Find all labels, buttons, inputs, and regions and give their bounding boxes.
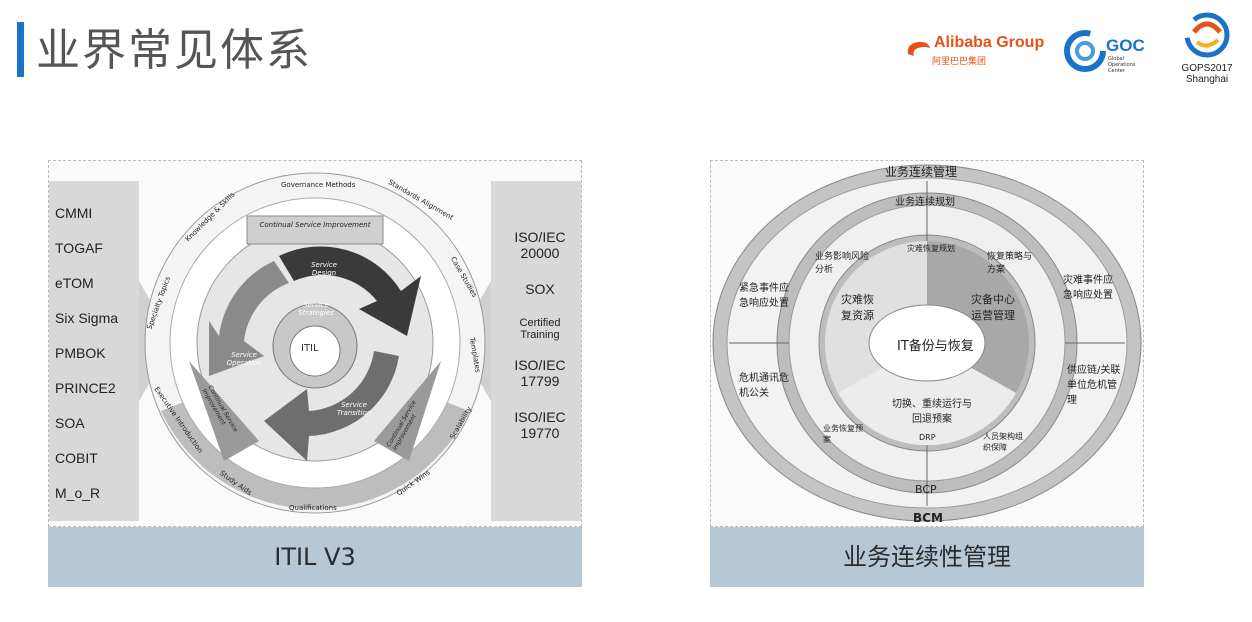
label-impact: 业务影响风险分析 bbox=[815, 252, 870, 275]
alibaba-logo: Alibaba Group 阿里巴巴集团 bbox=[904, 34, 1054, 74]
label-recovery-plan: 业务恢复预案 bbox=[823, 424, 863, 444]
goc-icon bbox=[1064, 30, 1106, 72]
list-item: ISO/IEC 19770 bbox=[514, 409, 566, 441]
label-design: Service Design bbox=[311, 261, 337, 277]
itil-caption: ITIL V3 bbox=[48, 527, 582, 587]
list-item: M_o_R bbox=[55, 485, 101, 501]
goc-logo-text: GOC bbox=[1106, 36, 1145, 55]
list-item: PMBOK bbox=[55, 345, 106, 361]
label-outer-top: 业务连续管理 bbox=[885, 165, 958, 179]
label-drp: DRP bbox=[919, 433, 936, 442]
logo-group: Alibaba Group 阿里巴巴集团 GOC Global Operatio… bbox=[904, 8, 1244, 98]
list-item: CMMI bbox=[55, 205, 93, 221]
label-bcp: BCP bbox=[915, 483, 937, 496]
bcm-diagram: 业务连续管理 业务连续规划 灾难恢复规划 业务影响风险分析 恢复策略与方案 紧急… bbox=[710, 160, 1144, 527]
list-item: Six Sigma bbox=[55, 310, 119, 326]
gops-line2: Shanghai bbox=[1185, 74, 1229, 85]
list-item: SOA bbox=[55, 415, 85, 431]
itil-right-list: ISO/IEC 20000 SOX Certified Training ISO… bbox=[491, 181, 581, 521]
label-planning: 业务连续规划 bbox=[895, 197, 955, 208]
goc-logo: GOC Global Operations Center bbox=[1064, 28, 1164, 78]
gops-icon bbox=[1184, 12, 1230, 58]
label-bcm: BCM bbox=[913, 511, 943, 525]
bcm-caption: 业务连续性管理 bbox=[710, 527, 1144, 587]
label-notify: 危机通讯危机公关 bbox=[739, 373, 789, 399]
label-strategy: 恢复策略与方案 bbox=[987, 252, 1033, 275]
label-drp-top: 灾难恢复规划 bbox=[907, 244, 955, 253]
label-staff: 人员架构组织保障 bbox=[983, 432, 1023, 452]
list-item: Certified Training bbox=[519, 317, 561, 341]
bcm-panel: 业务连续管理 业务连续规划 灾难恢复规划 业务影响风险分析 恢复策略与方案 紧急… bbox=[710, 160, 1144, 590]
list-item: COBIT bbox=[55, 450, 98, 466]
list-item: ISO/IEC 20000 bbox=[514, 229, 566, 261]
list-item: TOGAF bbox=[55, 240, 103, 256]
list-item: eTOM bbox=[55, 275, 94, 291]
label-switch: 切换、重续运行与回退预案 bbox=[892, 399, 972, 425]
label-transition: Service Transition bbox=[336, 401, 372, 417]
alibaba-logo-subtext: 阿里巴巴集团 bbox=[932, 57, 987, 67]
goc-logo-subtext: Global Operations Center bbox=[1108, 56, 1136, 74]
itil-wheel bbox=[139, 172, 491, 514]
label-governance: Governance Methods bbox=[281, 181, 356, 189]
label-qualifications: Qualifications bbox=[289, 504, 337, 512]
list-item: ISO/IEC 17799 bbox=[514, 357, 566, 389]
alibaba-logo-text: Alibaba Group bbox=[934, 34, 1045, 51]
label-operation: Service Operation bbox=[226, 351, 262, 367]
gops-logo-text: GOPS2017 Shanghai bbox=[1170, 63, 1244, 85]
gops-logo: GOPS2017 Shanghai bbox=[1170, 8, 1244, 98]
list-item: SOX bbox=[525, 281, 555, 297]
label-csi-top: Continual Service Improvement bbox=[259, 221, 371, 229]
label-resources: 灾难恢复资源 bbox=[841, 293, 874, 322]
page-title: 业界常见体系 bbox=[36, 25, 312, 76]
list-item: PRINCE2 bbox=[55, 380, 116, 396]
label-strategies: Service Strategies bbox=[298, 301, 334, 317]
itil-left-list: CMMI TOGAF eTOM Six Sigma PMBOK PRINCE2 … bbox=[49, 181, 139, 521]
label-supply: 供应链/关联单位危机管理 bbox=[1067, 365, 1121, 406]
label-center-ops: 灾备中心运营管理 bbox=[971, 293, 1015, 322]
itil-diagram: CMMI TOGAF eTOM Six Sigma PMBOK PRINCE2 … bbox=[48, 160, 582, 527]
alibaba-icon bbox=[907, 41, 930, 56]
label-emergency: 紧急事件应急响应处置 bbox=[739, 283, 789, 309]
bcm-rings bbox=[712, 164, 1142, 522]
title-accent-bar bbox=[17, 22, 24, 77]
label-disaster-event: 灾难事件应急响应处置 bbox=[1063, 275, 1113, 301]
label-core: IT备份与恢复 bbox=[897, 339, 974, 354]
itil-panel: CMMI TOGAF eTOM Six Sigma PMBOK PRINCE2 … bbox=[48, 160, 582, 590]
label-itil-center: ITIL bbox=[301, 343, 319, 354]
gops-line1: GOPS2017 bbox=[1181, 63, 1233, 74]
